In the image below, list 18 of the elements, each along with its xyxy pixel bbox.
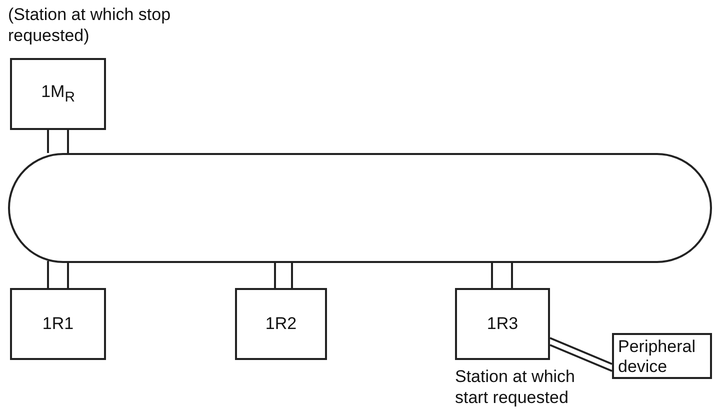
device-box: [612, 333, 712, 379]
station-label: 1R1: [42, 314, 74, 334]
station-box: [455, 288, 550, 360]
cable-connector: [491, 261, 513, 289]
station-label: 1R3: [486, 314, 518, 334]
cable-connector: [274, 262, 293, 289]
cable-connector: [47, 129, 69, 156]
station-caption: (Station at which stop requested): [8, 4, 172, 46]
station-label: Peripheral device: [618, 337, 696, 377]
loop-cable: [8, 153, 712, 263]
station-caption: Station at which start requested: [455, 366, 576, 408]
cable-connector: [549, 337, 613, 372]
station-box: [10, 288, 106, 360]
station-label: 1M$_{R}$: [41, 82, 75, 106]
station-box: [235, 288, 327, 360]
cable-connector: [47, 260, 69, 289]
station-box: [10, 58, 106, 130]
station-label: 1R2: [265, 314, 297, 334]
